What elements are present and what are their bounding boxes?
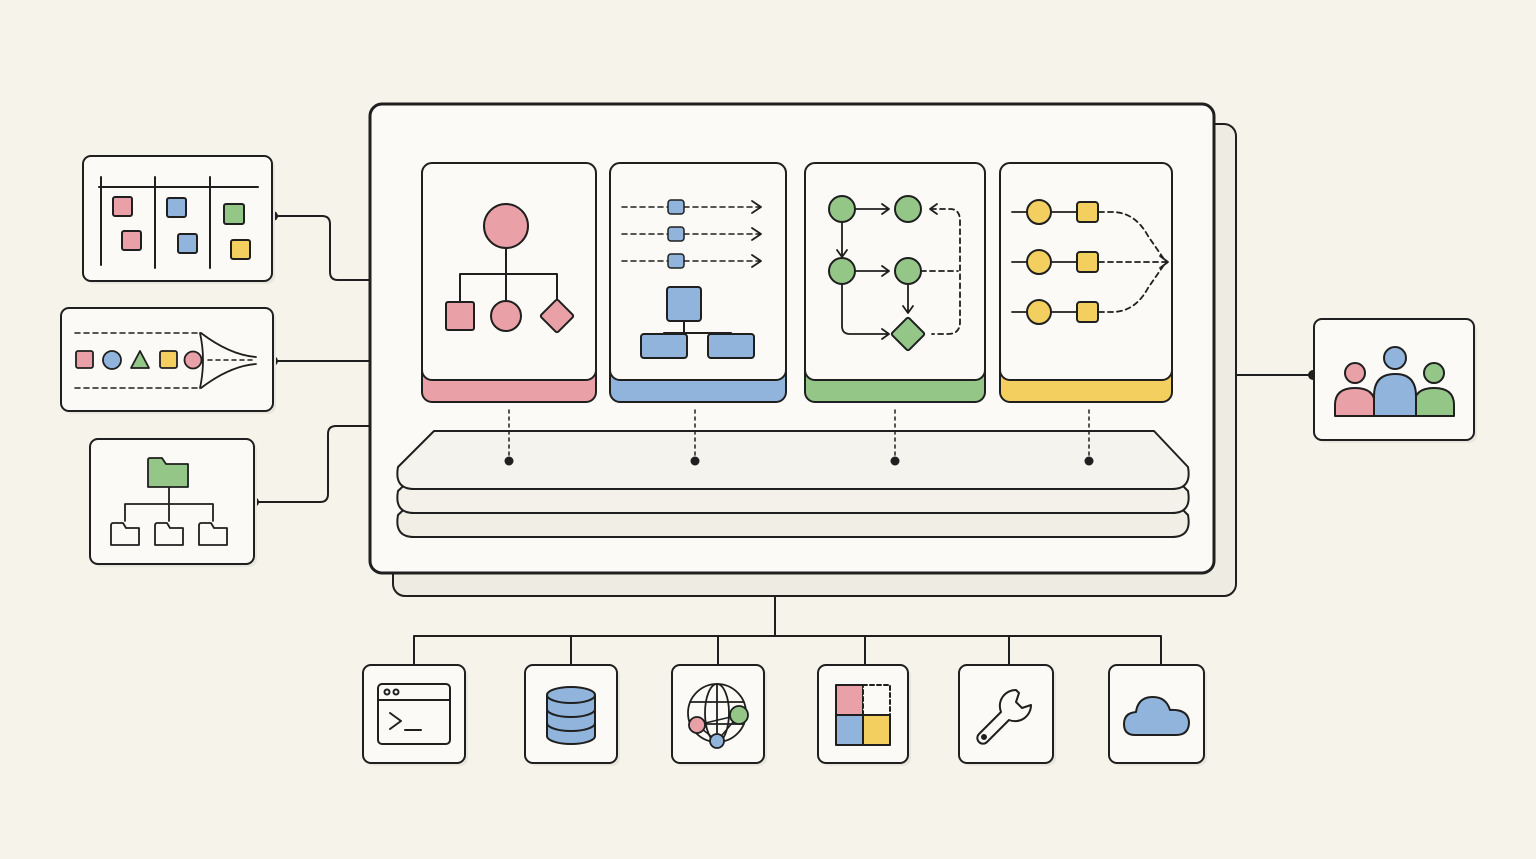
main-platform [368, 102, 1237, 597]
panel-links [504, 409, 1094, 466]
team-card [1313, 318, 1477, 443]
terminal-icon [377, 683, 451, 745]
panel-link-dot-sequence [690, 456, 700, 466]
workflow-loop-panel [804, 162, 986, 403]
base-layer-1 [396, 430, 1190, 490]
funnel-icon [74, 332, 257, 389]
connector-kanban [272, 215, 371, 281]
people-group-icon [1334, 346, 1455, 417]
workflow-loop-icon [828, 195, 961, 352]
sequence-panel-card [609, 162, 787, 381]
connector-folder-tree [253, 425, 371, 503]
parallel-merge-icon [1011, 199, 1169, 325]
panel-link-dot-merge [1084, 456, 1094, 466]
hierarchy-panel-card [421, 162, 597, 381]
wrench-icon [976, 688, 1033, 745]
panel-link-dot-hierarchy [504, 456, 514, 466]
cloud-card [1108, 664, 1207, 766]
wrench-card [958, 664, 1056, 766]
grid-blocks-card [817, 664, 911, 766]
folder-tree-icon [110, 457, 228, 546]
connectors [253, 215, 1314, 666]
sequence-panel [609, 162, 787, 403]
grid-blocks-icon [835, 684, 891, 746]
terminal-card [362, 664, 468, 766]
globe-network-icon [687, 683, 749, 749]
database-card [524, 664, 620, 766]
database-icon [546, 686, 596, 745]
kanban-board-card [82, 155, 275, 284]
shape-funnel-card [60, 307, 276, 414]
connector-bottom-trunk [413, 596, 1162, 666]
merge-panel [999, 162, 1173, 403]
kanban-board-icon [98, 176, 259, 269]
globe-network-card [671, 664, 767, 766]
folder-tree-card [89, 438, 257, 567]
hierarchy-panel [421, 162, 597, 403]
panel-link-dot-workflow [890, 456, 900, 466]
cloud-icon [1123, 696, 1190, 736]
base-layer-stack [396, 430, 1190, 538]
sequence-flow-icon [621, 199, 762, 359]
hierarchy-icon [445, 203, 575, 334]
